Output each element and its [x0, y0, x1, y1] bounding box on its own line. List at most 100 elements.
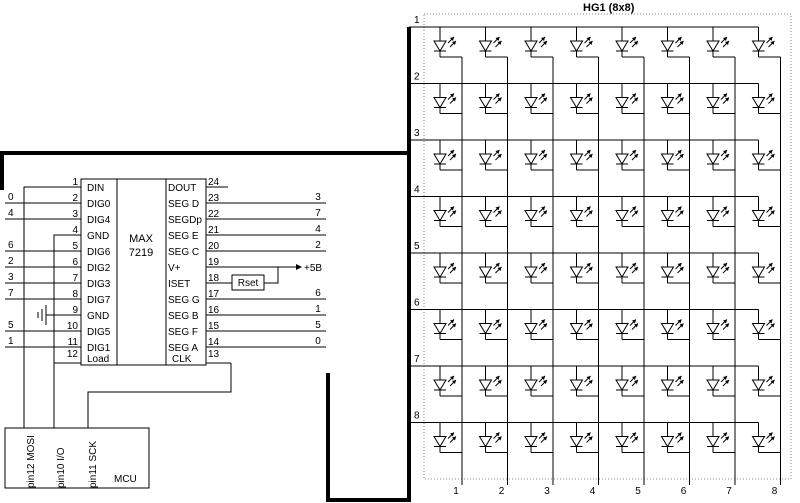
matrix-title: HG1 (8x8) — [583, 2, 635, 14]
right-pin-wire: 5 — [315, 320, 321, 331]
matrix-column-2: 2 — [485, 56, 508, 497]
right-pin-name: SEG D — [168, 199, 199, 210]
matrix-column-7: 7 — [713, 56, 736, 497]
right-pin-number: 17 — [208, 289, 220, 300]
matrix-row-3: 3 — [409, 128, 759, 141]
matrix-column-1: 1 — [440, 56, 463, 497]
left-pin-number: 9 — [72, 305, 78, 316]
led — [433, 27, 457, 57]
led — [706, 27, 730, 57]
left-pin-name: DIG7 — [87, 295, 111, 306]
matrix-row-8: 8 — [409, 411, 759, 423]
led — [751, 253, 775, 283]
right-pin-number: 16 — [208, 305, 220, 316]
right-pin-name: DOUT — [168, 183, 196, 194]
led — [524, 366, 548, 396]
led — [615, 27, 639, 57]
led — [569, 366, 593, 396]
right-pin-number: 21 — [208, 225, 220, 236]
row-label: 2 — [414, 72, 420, 83]
right-pin-number: 19 — [208, 257, 220, 268]
matrix-row-7: 7 — [409, 354, 759, 367]
led — [751, 83, 775, 114]
right-pin-wire: 7 — [315, 208, 321, 219]
right-pin-number: 23 — [208, 193, 220, 204]
led — [478, 196, 502, 227]
right-pin-number: 20 — [208, 241, 220, 252]
column-label: 5 — [635, 486, 641, 497]
right-pin-wire: 3 — [315, 192, 321, 203]
matrix-row-1: 1 — [409, 15, 759, 28]
right-pin-wire: 1 — [315, 304, 321, 315]
led — [660, 422, 684, 453]
left-pin-name: DIG3 — [87, 279, 111, 290]
led — [615, 309, 639, 340]
led — [478, 140, 502, 170]
right-pin-wire: 6 — [315, 288, 321, 299]
led — [478, 253, 502, 283]
right-pin-name: SEG G — [168, 295, 200, 306]
row-label: 5 — [414, 241, 420, 252]
left-pin-wire: 3 — [8, 272, 14, 283]
left-pin-name: DIG6 — [87, 247, 111, 258]
led — [478, 27, 502, 57]
led — [706, 196, 730, 227]
mcu-pin-mosi: pin12 MOSI — [26, 435, 37, 488]
left-pin-number: 11 — [68, 337, 79, 348]
right-pin-wire: 4 — [315, 224, 321, 235]
left-pin-number: 7 — [72, 273, 78, 284]
mcu-label: MCU — [114, 474, 137, 485]
led — [706, 309, 730, 340]
chip-name-line2: 7219 — [129, 247, 153, 259]
right-pin-19: 19V+ — [168, 257, 296, 274]
ground-icon — [37, 305, 47, 325]
led — [706, 140, 730, 170]
matrix-column-3: 3 — [531, 56, 554, 497]
right-pin-wire: 2 — [315, 240, 321, 251]
led — [660, 83, 684, 114]
left-pin-wire: 1 — [8, 336, 14, 347]
column-label: 8 — [772, 486, 778, 497]
column-label: 1 — [453, 486, 459, 497]
led — [433, 196, 457, 227]
right-pin-number: 24 — [208, 177, 220, 188]
right-pin-number: 15 — [208, 321, 220, 332]
left-pin-number: 10 — [67, 321, 79, 332]
right-pin-number: 22 — [208, 209, 220, 220]
right-pin-wire: 0 — [315, 336, 321, 347]
led — [660, 196, 684, 227]
left-pin-wire: 4 — [8, 208, 14, 219]
max7219-chip: MAX 7219 — [80, 178, 207, 366]
led — [433, 309, 457, 340]
left-pin-name: DIG0 — [87, 199, 111, 210]
right-pin-name: CLK — [172, 354, 192, 365]
left-pin-number: 2 — [72, 193, 78, 204]
mcu-pin-sck: pin11 SCK — [88, 441, 99, 488]
led — [478, 83, 502, 114]
row-label: 3 — [414, 128, 420, 139]
led — [524, 196, 548, 227]
led — [524, 309, 548, 340]
right-pin-name: ISET — [168, 279, 190, 290]
led — [569, 196, 593, 227]
led — [751, 140, 775, 170]
led — [751, 422, 775, 453]
led — [478, 366, 502, 396]
led — [751, 366, 775, 396]
